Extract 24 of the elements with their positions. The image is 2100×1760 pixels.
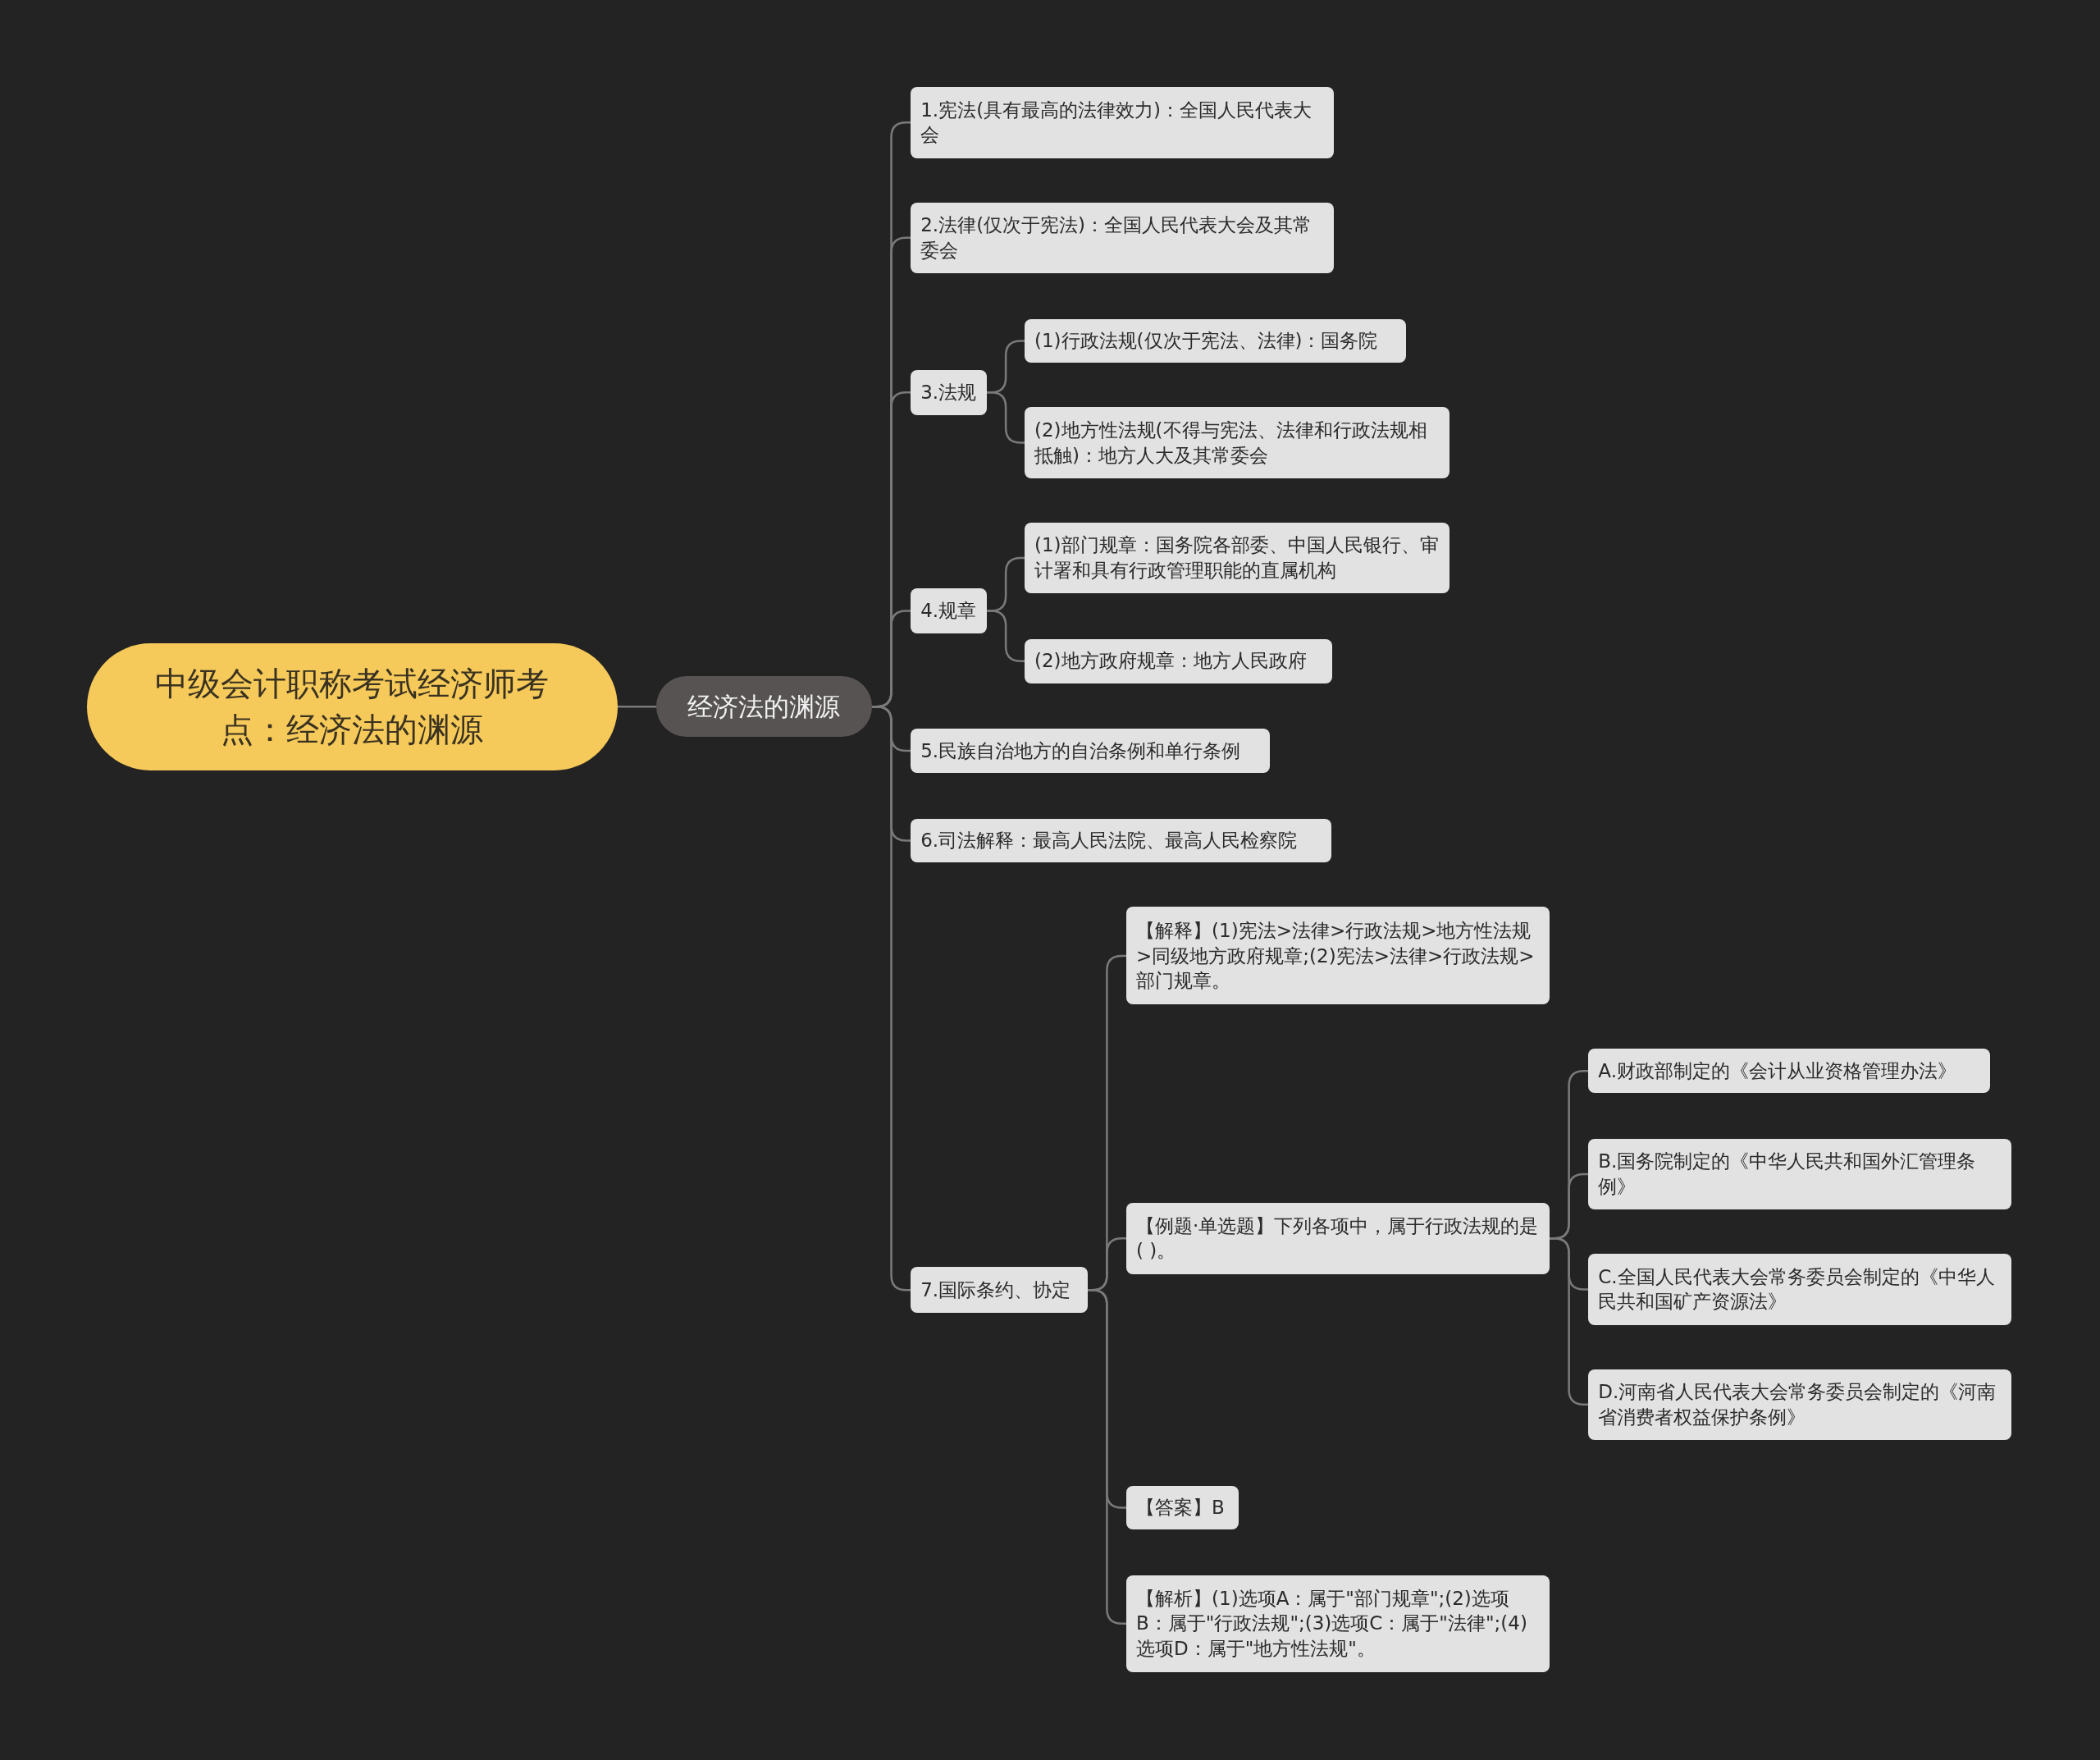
topic-box: 3.法规 [911,369,988,416]
topic-box: 【例题·单选题】下列各项中，属于行政法规的是( )。 [1126,1203,1550,1274]
topic-box: (2)地方政府规章：地方人民政府 [1024,638,1333,683]
topic-box: 【答案】B [1126,1485,1239,1530]
topic-box: 5.民族自治地方的自治条例和单行条例 [911,729,1270,774]
topic-box: 6.司法解释：最高人民法院、最高人民检察院 [911,818,1331,863]
topic-pill: 经济法的渊源 [656,676,872,737]
topic-box: 2.法律(仅次于宪法)：全国人民代表大会及其常委会 [911,202,1335,274]
topic-box: 【解析】(1)选项A：属于"部门规章";(2)选项B：属于"行政法规";(3)选项C：属于"法律";(4)选项D：属于"地方性法规"。 [1126,1575,1550,1672]
topic-box: 【解释】(1)宪法>法律>行政法规>地方性法规>同级地方政府规章;(2)宪法>法律>行政法规>部门规章。 [1126,907,1550,1005]
topic-box: 4.规章 [911,587,988,634]
topic-box: B.国务院制定的《中华人民共和国外汇管理条例》 [1588,1138,2012,1210]
topic-box: (2)地方性法规(不得与宪法、法律和行政法规相抵触)：地方人大及其常委会 [1024,407,1449,478]
topic-box: 7.国际条约、协定 [911,1267,1088,1313]
connector-line [617,705,656,708]
topic-box: (1)行政法规(仅次于宪法、法律)：国务院 [1024,318,1407,363]
topic-box: C.全国人民代表大会常务委员会制定的《中华人民共和国矿产资源法》 [1588,1254,2012,1325]
connector-line [987,610,1025,662]
topic-box: A.财政部制定的《会计从业资格管理办法》 [1588,1049,1991,1094]
topic-box: D.河南省人民代表大会常务委员会制定的《河南省消费者权益保护条例》 [1588,1369,2012,1441]
topic-box: (1)部门规章：国务院各部委、中国人民银行、审计署和具有行政管理职能的直属机构 [1024,522,1449,594]
connector-line [987,391,1025,444]
topic-box: 1.宪法(具有最高的法律效力)：全国人民代表大会 [911,87,1335,158]
central-topic-pill: 中级会计职称考试经济师考点：经济法的渊源 [87,642,618,770]
